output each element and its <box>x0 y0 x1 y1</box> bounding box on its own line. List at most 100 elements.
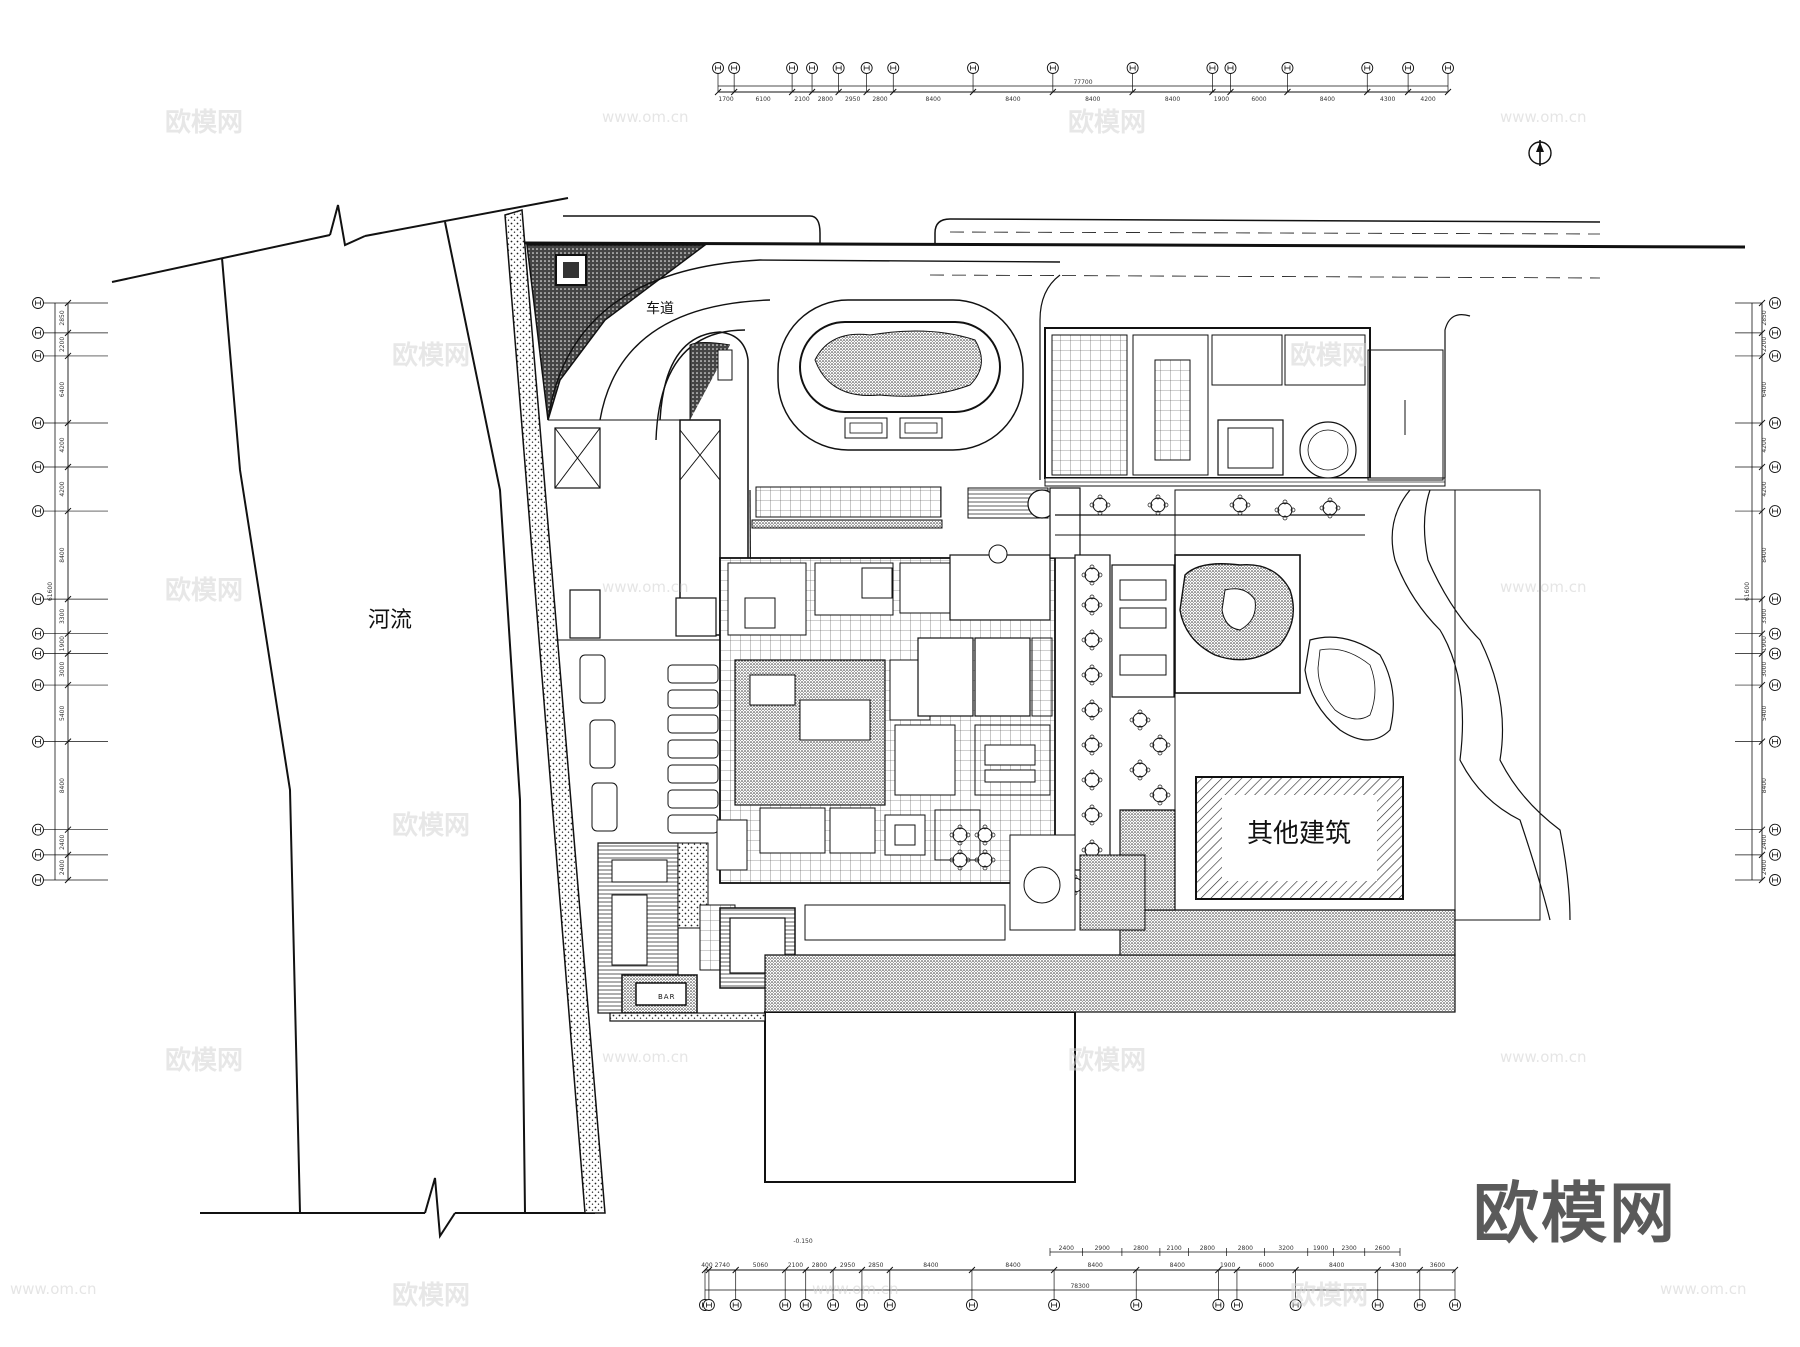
grid-axis-bubble-icon <box>32 679 44 691</box>
dimension-value: 3200 <box>1278 1245 1293 1252</box>
watermark: 欧模网 <box>165 108 244 138</box>
watermark-url: www.om.cn <box>1500 578 1587 596</box>
dimension-value: 8400 <box>1165 96 1180 103</box>
watermark: 欧模网 <box>1290 341 1369 371</box>
dimension-value: 1900 <box>1761 636 1768 651</box>
round-table <box>1229 494 1251 516</box>
dimension-value: 2950 <box>845 96 860 103</box>
grid-axis-bubble-icon <box>1769 461 1781 473</box>
grid-axis-bubble-icon <box>1206 62 1219 74</box>
dimension-value: 1900 <box>1313 1245 1328 1252</box>
watermark: 欧模网 <box>165 1046 244 1076</box>
round-table <box>1147 494 1169 516</box>
watermark-url: www.om.cn <box>1500 108 1587 126</box>
dimension-value: 4200 <box>59 481 66 496</box>
grid-axis-bubble-icon <box>32 627 44 640</box>
dimension-value: 8400 <box>1320 96 1335 103</box>
grid-axis-bubble-icon <box>32 349 44 362</box>
grid-axis-bubble-icon <box>1126 62 1139 74</box>
round-table <box>1129 709 1151 731</box>
dimension-value: 2800 <box>1238 1245 1253 1252</box>
watermark-url: www.om.cn <box>1660 1280 1747 1298</box>
grid-axis-bubble-icon <box>32 505 44 518</box>
brand-logo: 欧模网 <box>1473 1175 1677 1252</box>
dimension-value: 5400 <box>59 706 66 721</box>
grid-axis-bubble-icon <box>32 417 44 429</box>
round-table <box>1081 839 1103 861</box>
grid-axis-bubble-icon <box>712 62 724 74</box>
grid-axis-bubble-icon <box>1361 62 1374 74</box>
dimension-value: 2850 <box>868 1262 883 1269</box>
main-building <box>716 544 1056 884</box>
dimension-value: 2800 <box>818 96 833 103</box>
grid-axis-bubble-icon <box>32 326 44 339</box>
grid-axis-bubble-icon <box>1769 326 1781 339</box>
grid-axis-bubble-icon <box>1769 593 1781 606</box>
dimension-value: 2800 <box>812 1262 827 1269</box>
terrace-row <box>804 834 1146 941</box>
grid-axis-bubble-icon <box>965 1299 978 1311</box>
dimension-value: 6000 <box>1259 1262 1274 1269</box>
dimension-value: 1700 <box>718 96 733 103</box>
grid-axis-bubble-icon <box>728 62 741 74</box>
dimension-value: 3300 <box>59 609 66 624</box>
watermark: 欧模网 <box>1290 1281 1369 1311</box>
grid-axis-bubble-icon <box>1449 1299 1461 1311</box>
dimension-value: 2850 <box>59 310 66 325</box>
grid-axis-bubble-icon <box>1769 297 1781 309</box>
grid-axis-bubble-icon <box>1769 417 1781 429</box>
driveway <box>547 259 1061 441</box>
round-table <box>1081 699 1103 721</box>
dimension-value: 2800 <box>872 96 887 103</box>
dimension-value: 5400 <box>1761 706 1768 721</box>
watermark: 欧模网 <box>392 811 471 841</box>
dimension-value: 4200 <box>1761 481 1768 496</box>
grid-axis-bubble-icon <box>32 647 44 660</box>
bar-label: BAR <box>658 993 676 1001</box>
dimension-value: 1900 <box>1214 96 1229 103</box>
dimension-value: 6100 <box>755 96 770 103</box>
watermark-url: www.om.cn <box>10 1280 97 1298</box>
grid-axis-bubble-icon <box>1402 62 1415 74</box>
round-table <box>1274 499 1296 521</box>
dimension-value: 2100 <box>794 96 809 103</box>
road <box>524 215 1746 480</box>
dimension-value: 6400 <box>59 382 66 397</box>
dimension-value: 2400 <box>59 860 66 875</box>
dimension-value: 8400 <box>1005 1262 1020 1269</box>
driveway-label: 车道 <box>646 301 674 317</box>
grid-axis-bubble-icon <box>1769 647 1781 660</box>
dimension-value: 8400 <box>1088 1262 1103 1269</box>
dimension-value: 8400 <box>926 96 941 103</box>
grid-axis-bubble-icon <box>1769 874 1781 886</box>
round-table <box>1149 734 1171 756</box>
dimension-value: 8400 <box>59 547 66 562</box>
dimension-value: 8400 <box>1085 96 1100 103</box>
dimension-value: 2400 <box>1761 834 1768 849</box>
dimension-left: 2850220064004200420084003300190030005400… <box>32 297 108 886</box>
dimension-value: 3000 <box>59 662 66 677</box>
grid-axis-bubble-icon <box>1769 349 1781 362</box>
dimension-value: 4300 <box>1391 1262 1406 1269</box>
bar-garden <box>597 842 796 1014</box>
grid-axis-bubble-icon <box>1769 627 1781 640</box>
parking-row <box>667 664 719 834</box>
dimension-value: 400 <box>701 1262 713 1269</box>
grid-axis-bubble-icon <box>32 823 44 836</box>
dimension-value: 8400 <box>1170 1262 1185 1269</box>
watermark: 欧模网 <box>392 1281 471 1311</box>
round-table <box>1081 564 1103 586</box>
grid-axis-bubble-icon <box>1289 1299 1302 1311</box>
dimension-value: 3000 <box>1761 662 1768 677</box>
parking-west <box>579 654 618 832</box>
grid-axis-bubble-icon <box>702 1299 715 1311</box>
dimension-value: 2400 <box>59 834 66 849</box>
dimension-value: 2400 <box>1761 860 1768 875</box>
grid-axis-bubble-icon <box>32 593 44 606</box>
grid-axis-bubble-icon <box>1212 1299 1225 1311</box>
grid-axis-bubble-icon <box>1442 62 1454 74</box>
dimension-value: 2800 <box>1200 1245 1215 1252</box>
watermark-url: www.om.cn <box>1500 1048 1587 1066</box>
